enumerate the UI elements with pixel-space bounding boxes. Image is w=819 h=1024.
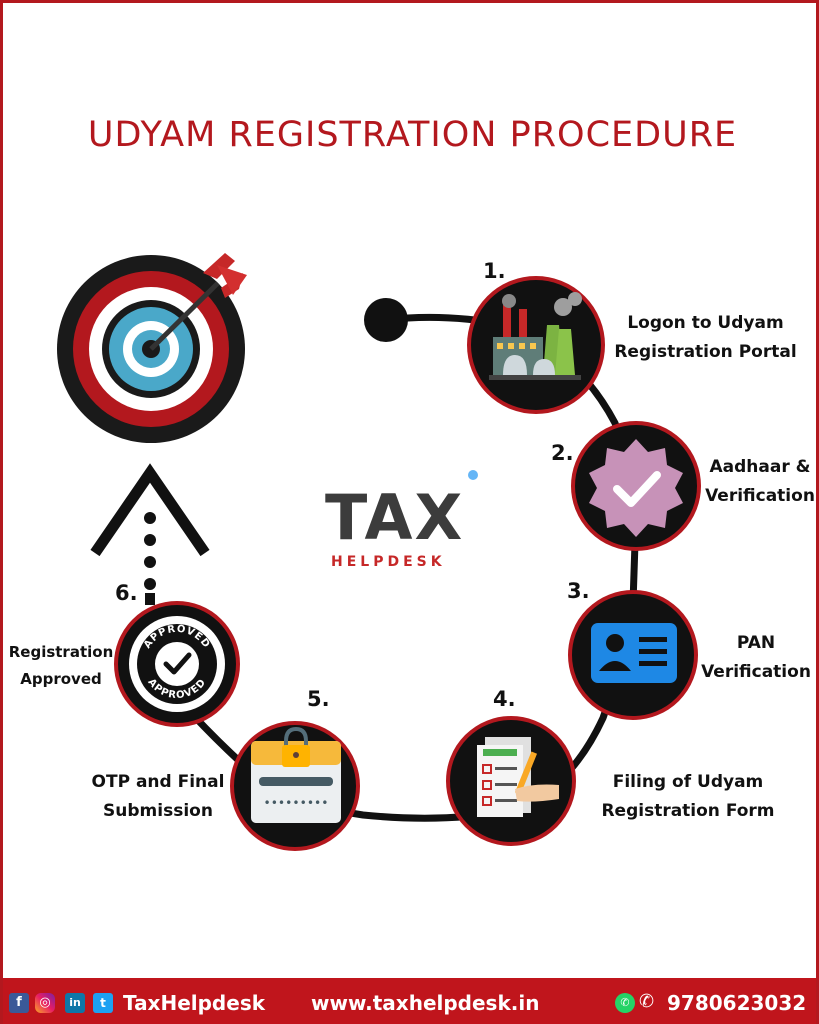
procedure-diagram: ••••••••• APPROVED [57, 253, 701, 851]
step-4-circle [446, 716, 576, 846]
step-3-label: PAN Verification [701, 633, 811, 682]
footer-bar: f ◎ in t TaxHelpdesk www.taxhelpdesk.in … [3, 978, 816, 1024]
path-start-dot [364, 298, 408, 342]
logo-sub-text: HELPDESK [331, 554, 446, 570]
footer-brand[interactable]: TaxHelpdesk [123, 991, 266, 1015]
step-6-label: Registration Approved [8, 643, 114, 688]
step-6-number: 6. [115, 581, 138, 605]
linkedin-icon[interactable]: in [65, 993, 85, 1013]
facebook-icon[interactable]: f [9, 993, 29, 1013]
up-arrow-icon [90, 463, 210, 605]
step-2-number: 2. [551, 441, 574, 465]
step-5-label: OTP and Final Submission [91, 772, 225, 821]
instagram-icon[interactable]: ◎ [35, 993, 55, 1013]
footer-phone[interactable]: 9780623032 [667, 991, 807, 1015]
phone-icon: ✆ [639, 991, 655, 1012]
logo-mark [468, 470, 478, 480]
approved-stamp-icon: APPROVED APPROVED [129, 616, 225, 712]
page-title: UDYAM REGISTRATION PROCEDURE [87, 115, 738, 155]
otp-lock-icon: ••••••••• [251, 726, 341, 823]
step-1-label: Logon to Udyam Registration Portal [614, 313, 797, 362]
step-2-circle [571, 421, 701, 551]
step-4-number: 4. [493, 687, 516, 711]
step-4-label: Filing of Udyam Registration Form [601, 772, 775, 821]
step-5-number: 5. [307, 687, 330, 711]
step-1-number: 1. [483, 259, 506, 283]
step-1-circle [467, 276, 605, 414]
id-card-icon [591, 623, 677, 683]
logo-main-text: TAX [325, 481, 465, 554]
factory-icon [489, 292, 582, 380]
footer-website[interactable]: www.taxhelpdesk.in [311, 991, 540, 1015]
target-icon [57, 253, 247, 443]
whatsapp-icon[interactable]: ✆ [615, 993, 635, 1013]
form-filling-icon [477, 737, 559, 817]
svg-text:•••••••••: ••••••••• [263, 796, 328, 810]
twitter-icon[interactable]: t [93, 993, 113, 1013]
verified-badge-icon [589, 439, 683, 537]
step-6-circle: APPROVED APPROVED [114, 601, 240, 727]
step-3-circle [568, 590, 698, 720]
step-2-label: Aadhaar & Verification [705, 457, 815, 506]
step-3-number: 3. [567, 579, 590, 603]
step-5-circle: ••••••••• [230, 721, 360, 851]
